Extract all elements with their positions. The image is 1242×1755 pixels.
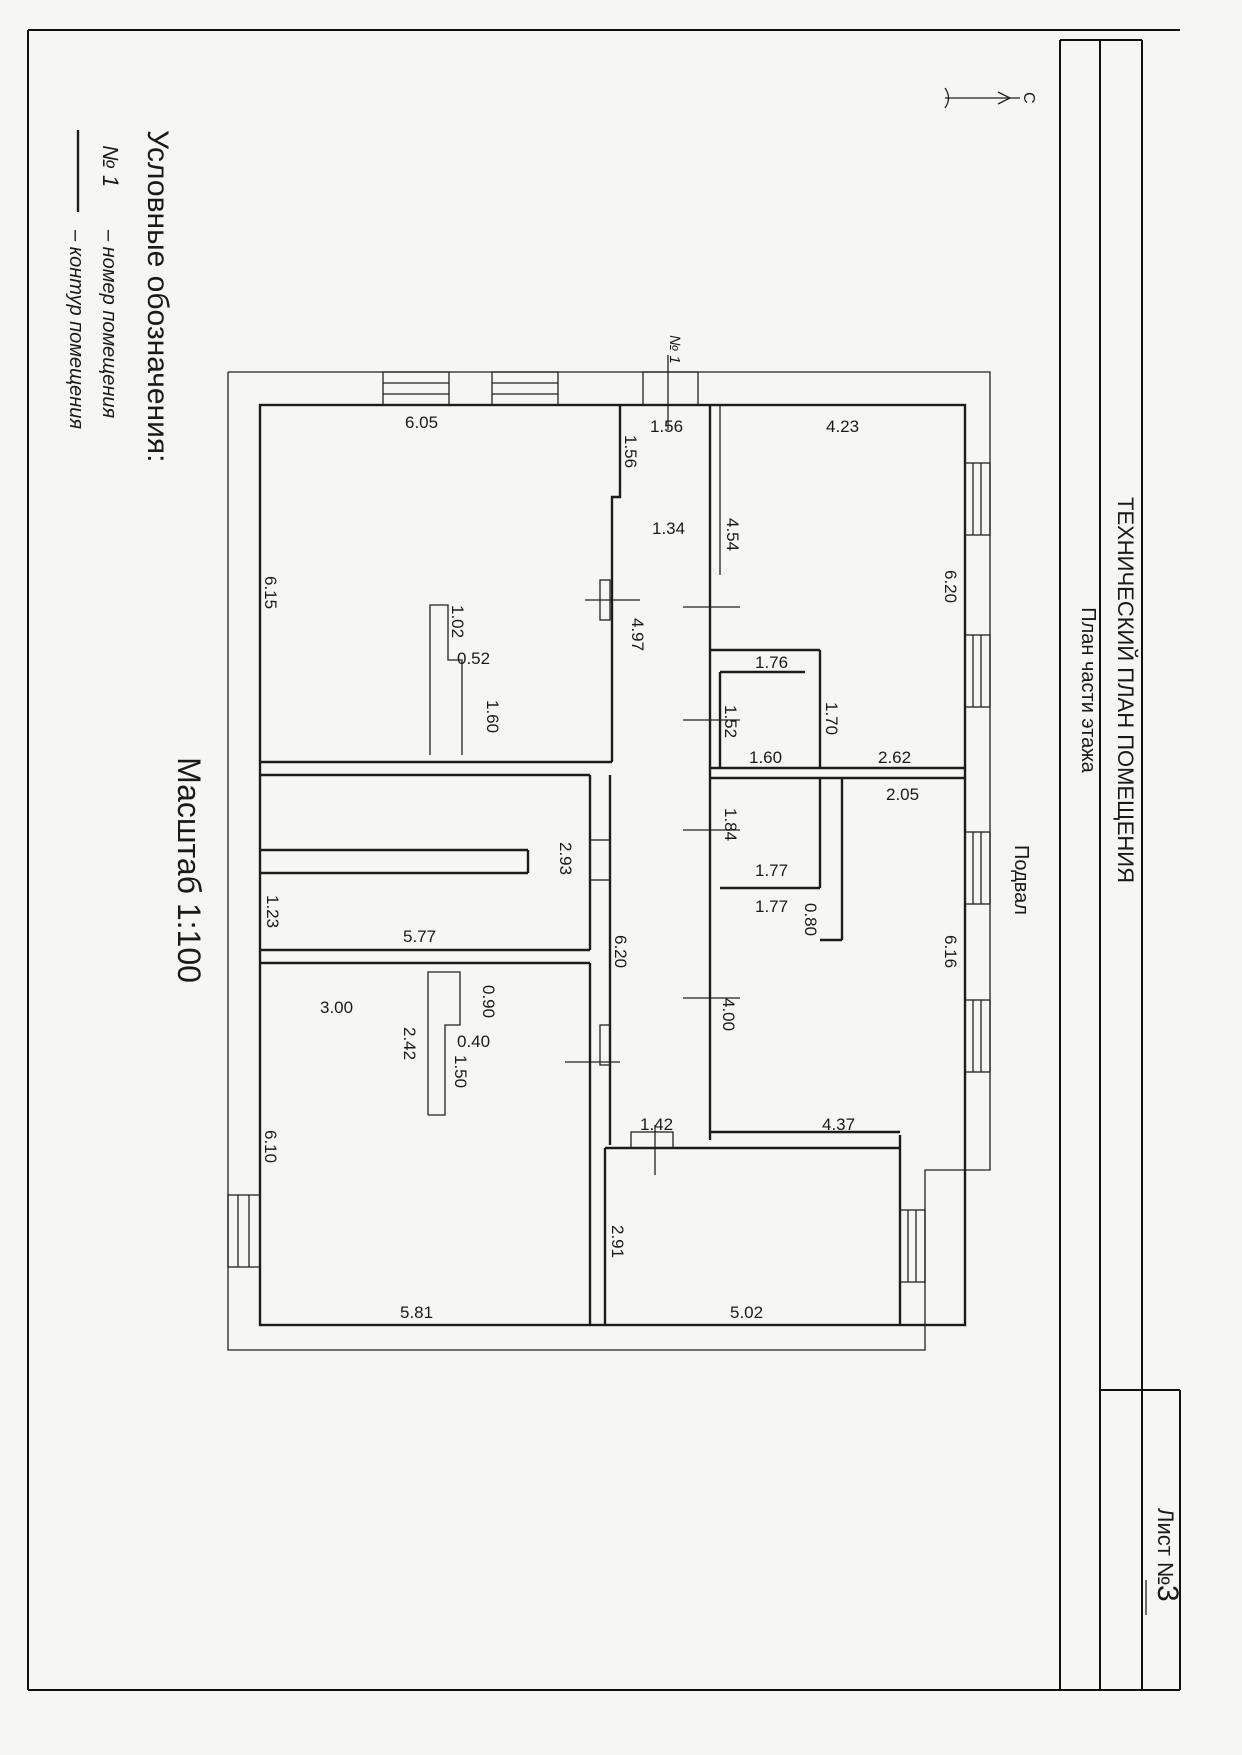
dim-2-62: 2.62 (878, 748, 911, 767)
window-right-1 (964, 462, 991, 536)
dim-4-54: 4.54 (723, 518, 742, 551)
dim-1-76: 1.76 (755, 653, 788, 672)
plan-subtitle: План части этажа (1077, 607, 1099, 773)
dim-1-50: 1.50 (451, 1055, 470, 1088)
dim-0-90: 0.90 (479, 985, 498, 1018)
dim-5-02: 5.02 (730, 1303, 763, 1322)
dim-6-20a: 6.20 (941, 570, 960, 603)
window-top-1 (382, 371, 450, 406)
windows (227, 371, 991, 1283)
dim-1-60b: 1.60 (749, 748, 782, 767)
dim-1-70: 1.70 (822, 702, 841, 735)
dim-1-34: 1.34 (652, 519, 685, 538)
dim-1-23: 1.23 (263, 895, 282, 928)
dim-4-37: 4.37 (822, 1115, 855, 1134)
legend-heading: Условные обозначения: (141, 130, 174, 462)
dim-5-77: 5.77 (403, 927, 436, 946)
floor-name: Подвал (1010, 845, 1032, 915)
window-top-2 (491, 371, 559, 406)
north-letter: С (1020, 92, 1037, 104)
legend-contour-text: – контур помещения (65, 229, 87, 429)
dim-1-42: 1.42 (640, 1115, 673, 1134)
dim-2-93: 2.93 (556, 842, 575, 875)
dim-1-60a: 1.60 (483, 700, 502, 733)
legend-room-number-symbol: № 1 (98, 145, 123, 187)
window-right-3 (964, 831, 991, 905)
dimension-labels: 6.05 6.15 1.02 0.52 1.60 1.56 1.56 1.34 … (261, 413, 960, 1322)
plan-title: ТЕХНИЧЕСКИЙ ПЛАН ПОМЕЩЕНИЯ (1113, 497, 1138, 883)
dim-3-00: 3.00 (320, 998, 353, 1017)
interior-walls (260, 405, 965, 1325)
window-right-4 (964, 999, 991, 1073)
window-right-2 (964, 634, 991, 708)
dim-6-10: 6.10 (261, 1130, 280, 1163)
room-marker-1: № 1 (666, 335, 683, 364)
dim-1-77b: 1.77 (755, 897, 788, 916)
window-left-1 (227, 1194, 261, 1268)
door-markers (565, 355, 740, 1175)
dim-0-80: 0.80 (801, 903, 820, 936)
north-arrow-icon: С (944, 87, 1037, 109)
scale-label: Масштаб 1:100 (171, 757, 207, 983)
sheet-label: Лист № (1153, 1508, 1178, 1586)
page-frame (27, 29, 1181, 1691)
dim-4-00: 4.00 (719, 998, 738, 1031)
dim-1-84: 1.84 (721, 808, 740, 841)
dim-6-20b: 6.20 (611, 935, 630, 968)
window-top-3 (642, 371, 699, 406)
dim-2-05: 2.05 (886, 785, 919, 804)
dim-5-81: 5.81 (400, 1303, 433, 1322)
dim-0-40: 0.40 (457, 1032, 490, 1051)
dim-2-91: 2.91 (608, 1225, 627, 1258)
legend: Условные обозначения: № 1 – номер помеще… (65, 130, 174, 462)
dim-1-56b: 1.56 (621, 435, 640, 468)
dim-6-16: 6.16 (941, 935, 960, 968)
legend-room-number-text: – номер помещения (98, 229, 120, 419)
dim-6-15: 6.15 (261, 576, 280, 609)
dim-1-77a: 1.77 (755, 861, 788, 880)
title-block: ТЕХНИЧЕСКИЙ ПЛАН ПОМЕЩЕНИЯ План части эт… (1010, 497, 1184, 1615)
window-right-5 (899, 1209, 926, 1283)
dim-1-56a: 1.56 (650, 417, 683, 436)
sheet-number: 3 (1151, 1585, 1184, 1602)
dim-1-52: 1.52 (721, 705, 740, 738)
dim-0-52: 0.52 (457, 649, 490, 668)
dim-6-05: 6.05 (405, 413, 438, 432)
dim-4-23: 4.23 (826, 417, 859, 436)
dim-4-97: 4.97 (628, 618, 647, 651)
dim-1-02: 1.02 (448, 605, 467, 638)
dim-2-42: 2.42 (400, 1027, 419, 1060)
